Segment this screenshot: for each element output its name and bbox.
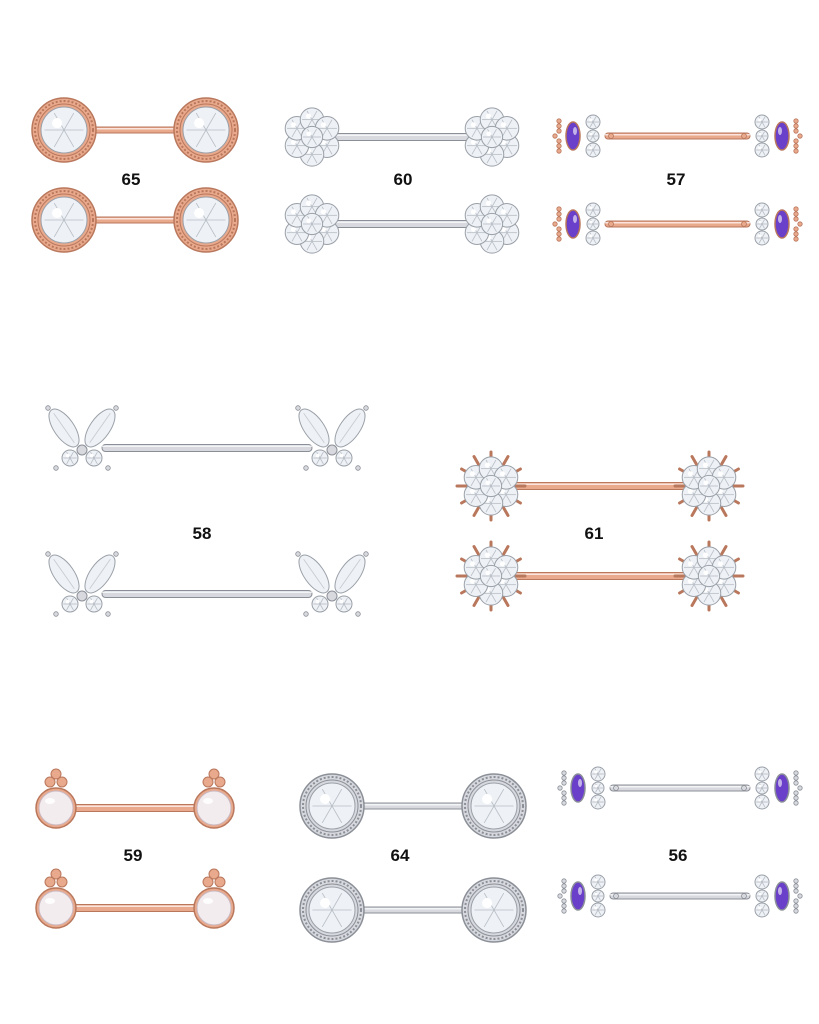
- product-56-illustration: [557, 874, 803, 918]
- product-60-lower: [282, 193, 522, 255]
- product-61-number: 61: [584, 524, 604, 543]
- product-65-upper: [30, 90, 240, 170]
- product-65-illustration: [31, 187, 239, 253]
- product-58-illustration: [45, 551, 369, 617]
- product-58-upper: [42, 402, 372, 482]
- product-59-lower: [30, 860, 240, 940]
- product-61-illustration: [455, 540, 745, 612]
- product-58-illustration: [45, 405, 369, 471]
- product-64-illustration: [299, 877, 527, 943]
- product-57-number: 57: [666, 170, 686, 189]
- product-65-illustration: [31, 97, 239, 163]
- product-56-number: 56: [668, 846, 688, 865]
- product-57-lower: [552, 188, 803, 260]
- product-61-illustration: [455, 450, 745, 522]
- product-56-lower: [557, 860, 803, 932]
- product-57-illustration: [552, 202, 803, 246]
- product-59-number: 59: [123, 846, 143, 865]
- product-60-illustration: [284, 194, 520, 254]
- product-61-lower: [455, 540, 745, 612]
- product-61-upper: [455, 450, 745, 522]
- product-64-illustration: [299, 773, 527, 839]
- product-56-upper: [557, 752, 803, 824]
- product-60-upper: [282, 106, 522, 168]
- product-56-illustration: [557, 766, 803, 810]
- product-59-illustration: [35, 868, 235, 929]
- product-58-number: 58: [192, 524, 212, 543]
- product-60-number: 60: [393, 170, 413, 189]
- product-65-number: 65: [121, 170, 141, 189]
- product-64-number: 64: [390, 846, 410, 865]
- product-57-illustration: [552, 114, 803, 158]
- product-60-illustration: [284, 107, 520, 167]
- product-64-upper: [298, 766, 528, 846]
- product-64-lower: [298, 870, 528, 950]
- product-59-illustration: [35, 768, 235, 829]
- product-57-upper: [552, 100, 803, 172]
- product-58-lower: [42, 548, 372, 628]
- product-59-upper: [30, 760, 240, 840]
- product-65-lower: [30, 180, 240, 260]
